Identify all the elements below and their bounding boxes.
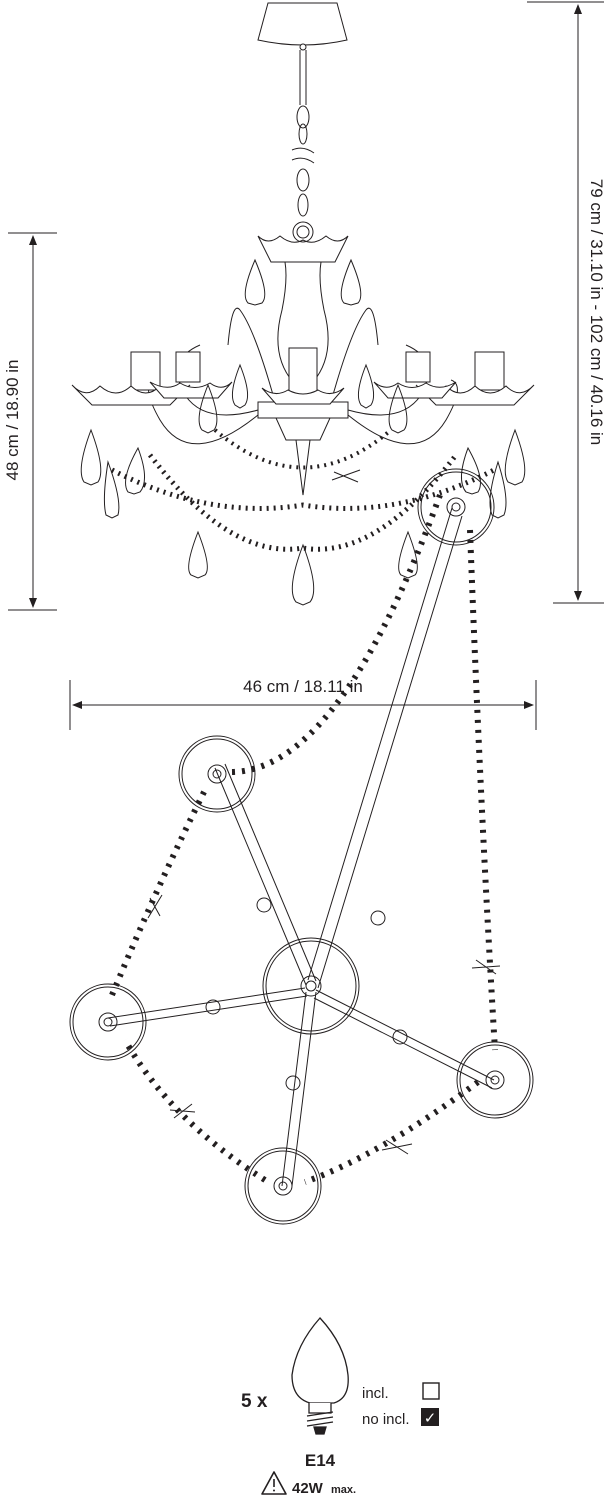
total-height-label: 79 cm / 31.10 in - 102 cm / 40.16 in [587,179,606,445]
total-height-dimension-line [527,1,604,604]
max-power-value: 42W [292,1480,324,1497]
bulb-count: 5 x [241,1391,268,1412]
candle-bulb-icon [291,1317,349,1435]
chandelier-side-view [71,2,535,606]
body-height-label: 48 cm / 18.90 in [3,360,22,481]
bulb-info: 5 x incl. no incl. ✓ E14 42W max. [241,1317,440,1497]
max-power-suffix: max. [331,1484,356,1496]
warning-triangle-icon [261,1471,287,1495]
max-power: 42W max. [292,1480,356,1497]
included-label: incl. [362,1385,389,1402]
socket-type: E14 [305,1451,336,1470]
width-label: 46 cm / 18.11 in [243,677,363,696]
width-dimension-line [69,680,537,730]
checkbox-checked-icon: ✓ [421,1408,439,1427]
height-dimension-line [8,232,57,611]
chandelier-top-view [69,468,534,1225]
check-mark: ✓ [424,1409,437,1427]
not-included-label: no incl. [362,1411,410,1428]
checkbox-empty-icon [422,1382,440,1400]
